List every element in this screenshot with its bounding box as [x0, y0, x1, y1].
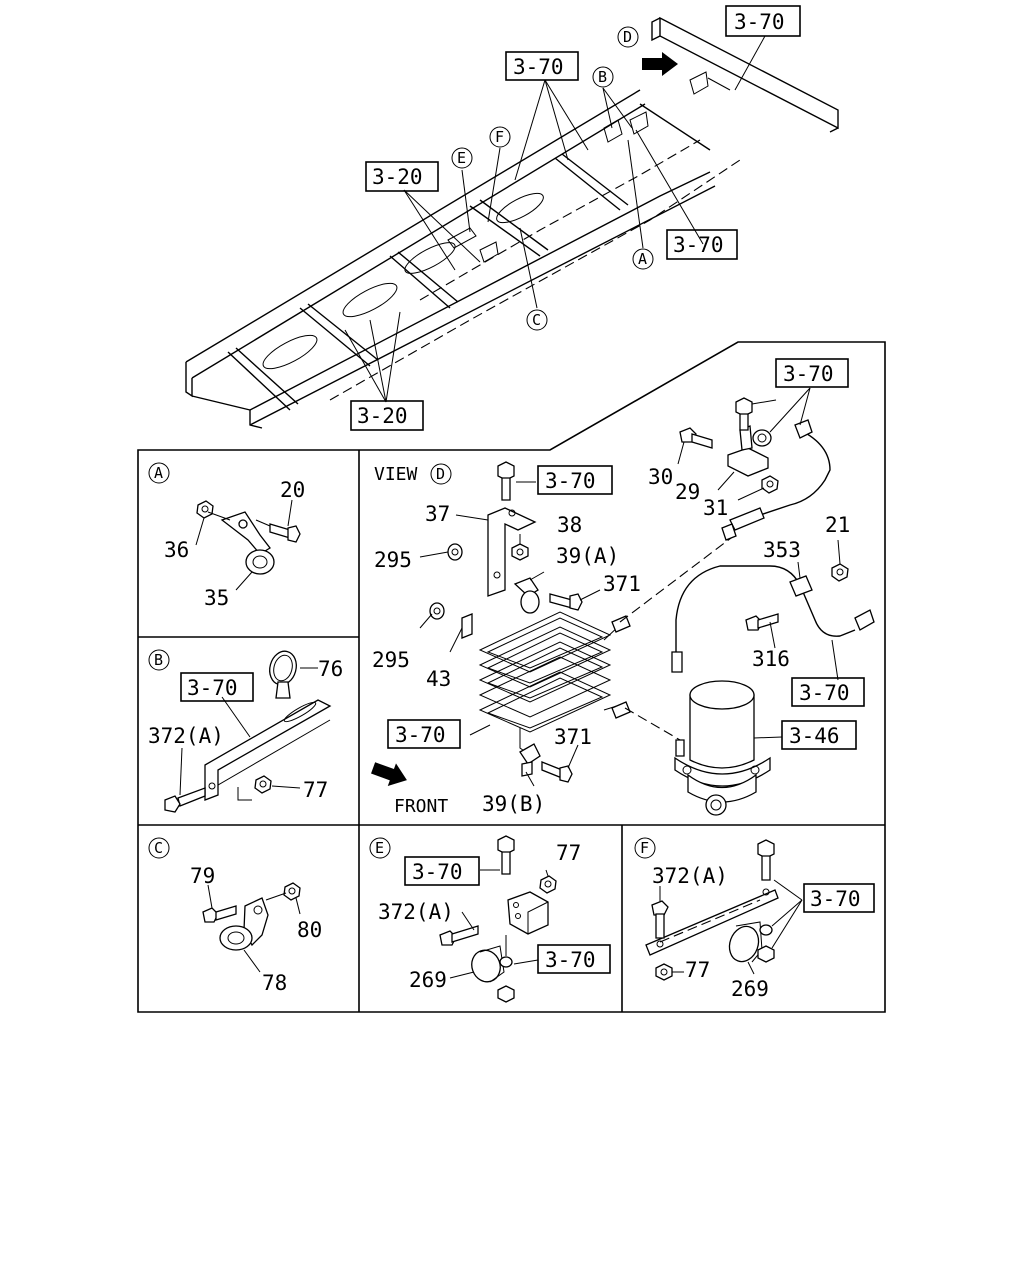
detail-panel-f: F 3-70 372(A) 77 269 [634, 837, 875, 1001]
part-number-43: 43 [426, 667, 451, 691]
ref-label: 3-70 [545, 948, 596, 972]
view-label: VIEW [374, 464, 418, 485]
part-number-269-e: 269 [409, 968, 447, 992]
air-dryer-coil [478, 611, 621, 756]
part-number-316: 316 [752, 647, 790, 671]
ref-label: 3-70 [412, 860, 463, 884]
part-number-79: 79 [190, 864, 215, 888]
part-number-20: 20 [280, 478, 305, 502]
ref-label: 3-70 [783, 362, 834, 386]
part-number-295: 295 [374, 548, 412, 572]
marker-e-top: E [451, 147, 473, 169]
part-number-295-lower: 295 [372, 648, 410, 672]
detail-panel-view-d: VIEW D [371, 358, 875, 817]
part-number-372a-f: 372(A) [652, 864, 728, 888]
detail-panel-frames [137, 341, 886, 1013]
svg-text:B: B [598, 68, 607, 86]
svg-text:F: F [495, 128, 504, 146]
ref-label: 3-70 [810, 887, 861, 911]
ref-box [505, 51, 579, 81]
detail-panel-b: B 3-70 76 372(A) 77 [148, 649, 343, 813]
part-number-38: 38 [557, 513, 582, 537]
ref-box [365, 161, 439, 192]
ref-label: 3-70 [734, 10, 785, 34]
marker-d-top: D [617, 26, 639, 48]
part-number-353: 353 [763, 538, 801, 562]
detail-panel-a: A 20 36 35 [148, 462, 305, 610]
marker-f: F [640, 839, 649, 857]
chassis-frame-illustration [185, 16, 839, 429]
ref-box [404, 856, 480, 886]
part-number-39a: 39(A) [556, 544, 619, 568]
part-number-35: 35 [204, 586, 229, 610]
svg-text:C: C [532, 311, 541, 329]
ref-box [775, 358, 849, 388]
ref-label: 3-20 [372, 165, 423, 189]
part-number-21: 21 [825, 513, 850, 537]
part-number-77-f: 77 [685, 958, 710, 982]
marker-c-top: C [526, 309, 548, 331]
ref-box [180, 672, 254, 702]
ref-label: 3-46 [789, 724, 840, 748]
marker-b-top: B [592, 66, 614, 88]
ref-label: 3-70 [545, 469, 596, 493]
svg-text:A: A [638, 250, 647, 268]
part-number-371: 371 [603, 572, 641, 596]
part-number-36: 36 [164, 538, 189, 562]
ref-box [537, 465, 613, 495]
part-number-29: 29 [675, 480, 700, 504]
ref-box [725, 5, 801, 37]
part-number-77-e: 77 [556, 841, 581, 865]
part-number-78: 78 [262, 971, 287, 995]
marker-b: B [154, 651, 163, 669]
ref-box [537, 944, 611, 974]
svg-text:E: E [457, 149, 466, 167]
ref-box [350, 400, 424, 431]
part-number-372a: 372(A) [148, 724, 224, 748]
marker-f-top: F [489, 126, 511, 148]
part-number-269-f: 269 [731, 977, 769, 1001]
part-number-31: 31 [703, 496, 728, 520]
part-number-30: 30 [648, 465, 673, 489]
marker-a: A [154, 464, 163, 482]
ref-label: 3-70 [799, 681, 850, 705]
ref-label: 3-70 [673, 233, 724, 257]
detail-panel-e: E 3-70 3-70 77 372(A) 269 [369, 835, 611, 1003]
ref-label: 3-70 [187, 676, 238, 700]
part-number-372a-e: 372(A) [378, 900, 454, 924]
marker-e: E [375, 839, 384, 857]
part-number-371-lower: 371 [554, 725, 592, 749]
air-dryer [674, 680, 771, 816]
ref-box [666, 229, 738, 260]
part-number-77: 77 [303, 778, 328, 802]
ref-box [791, 677, 865, 707]
ref-box [781, 720, 857, 750]
part-number-80: 80 [297, 918, 322, 942]
ref-label: 3-20 [357, 404, 408, 428]
marker-d: D [436, 465, 445, 483]
ref-label: 3-70 [395, 723, 446, 747]
front-label: FRONT [394, 796, 448, 817]
detail-panel-c: C 79 80 78 [148, 837, 322, 995]
marker-c: C [154, 839, 163, 857]
ref-box [387, 719, 461, 749]
part-number-37: 37 [425, 502, 450, 526]
marker-a-top: A [632, 248, 654, 270]
svg-text:D: D [623, 28, 632, 46]
ref-box [803, 883, 875, 913]
part-number-76: 76 [318, 657, 343, 681]
part-number-39b: 39(B) [482, 792, 545, 816]
ref-label: 3-70 [513, 55, 564, 79]
